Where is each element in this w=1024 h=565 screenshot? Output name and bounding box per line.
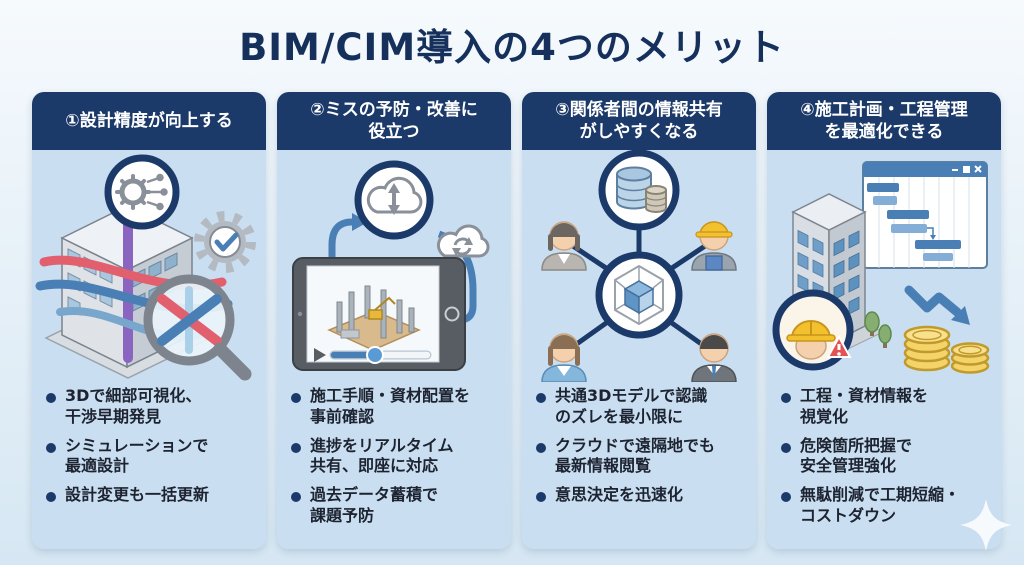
gantt-chart-window-icon xyxy=(862,161,988,269)
benefit-item: クラウドで遠隔地でも 最新情報閲覧 xyxy=(536,436,748,478)
benefit-item: 共通3Dモデルで認識 のズレを最小限に xyxy=(536,386,748,428)
card-schedule-optimization: ④施工計画・工程管理 を最適化できる xyxy=(767,92,1001,549)
card-information-sharing: ③関係者間の情報共有 がしやすくなる xyxy=(522,92,756,549)
benefit-item: シミュレーションで 最適設計 xyxy=(46,436,258,478)
card-mistake-prevention: ②ミスの予防・改善に 役立つ xyxy=(277,92,511,549)
crane-icon xyxy=(368,296,396,320)
magnifier-clash-icon xyxy=(143,274,252,381)
play-icon xyxy=(314,348,326,362)
mistake-prevention-illustration xyxy=(277,150,511,382)
benefit-cards-row: ①設計精度が向上する xyxy=(32,92,1001,549)
design-accuracy-illustration xyxy=(32,150,266,382)
page-title: BIM/CIM導入の4つのメリット xyxy=(239,26,785,69)
card-header-banner: ②ミスの予防・改善に 役立つ xyxy=(277,92,511,150)
schedule-optimization-illustration xyxy=(767,150,1001,382)
benefit-list: 工程・資材情報を 視覚化 危険箇所把握で 安全管理強化 無駄削減で工期短縮・ コ… xyxy=(767,386,1001,549)
gantt-bars xyxy=(867,183,961,261)
benefit-item: 施工手順・資材配置を 事前確認 xyxy=(291,386,503,428)
businesswoman-gray-avatar xyxy=(541,221,587,271)
benefit-list: 施工手順・資材配置を 事前確認 進捗をリアルタイム 共有、即座に対応 過去データ… xyxy=(277,386,511,549)
card-header-banner: ④施工計画・工程管理 を最適化できる xyxy=(767,92,1001,150)
card-design-accuracy: ①設計精度が向上する xyxy=(32,92,266,549)
gear-check-icon xyxy=(194,211,256,273)
information-sharing-illustration xyxy=(522,150,756,382)
tablet-3d-simulation-icon xyxy=(292,257,466,371)
pillars xyxy=(336,285,415,339)
cloud-upload-download-badge-icon xyxy=(354,160,434,240)
benefit-list: 共通3Dモデルで認識 のズレを最小限に クラウドで遠隔地でも 最新情報閲覧 意思… xyxy=(522,386,756,528)
benefit-item: 危険箇所把握で 安全管理強化 xyxy=(781,436,993,478)
benefit-item: 設計変更も一括更新 xyxy=(46,485,258,506)
benefit-item: 意思決定を迅速化 xyxy=(536,485,748,506)
construction-worker-avatar xyxy=(691,221,737,271)
sparkle-icon xyxy=(960,499,1012,551)
progress-slider xyxy=(329,346,432,364)
cost-down-arrow-icon xyxy=(904,285,970,325)
benefit-item: 進捗をリアルタイム 共有、即座に対応 xyxy=(291,436,503,478)
benefit-item: 過去データ蓄積で 課題予防 xyxy=(291,485,503,527)
shared-3d-cube-badge-icon xyxy=(595,251,683,339)
benefit-item: 3Dで細部可視化、 干渉早期発見 xyxy=(46,386,258,428)
card-header-banner: ①設計精度が向上する xyxy=(32,92,266,150)
benefit-item: 工程・資材情報を 視覚化 xyxy=(781,386,993,428)
businessman-suit-avatar xyxy=(691,333,737,382)
gear-circuit-badge-icon xyxy=(104,154,180,230)
trees xyxy=(864,311,892,348)
card-header-banner: ③関係者間の情報共有 がしやすくなる xyxy=(522,92,756,150)
cloud-refresh-icon xyxy=(436,224,490,258)
safety-helmet-alert-badge-icon xyxy=(772,289,854,371)
database-badge-icon xyxy=(598,150,680,231)
businesswoman-blue-avatar xyxy=(541,333,587,382)
coin-stacks-icon xyxy=(903,325,990,374)
benefit-item: 無駄削減で工期短縮・ コストダウン xyxy=(781,485,993,527)
benefit-list: 3Dで細部可視化、 干渉早期発見 シミュレーションで 最適設計 設計変更も一括更… xyxy=(32,386,266,528)
